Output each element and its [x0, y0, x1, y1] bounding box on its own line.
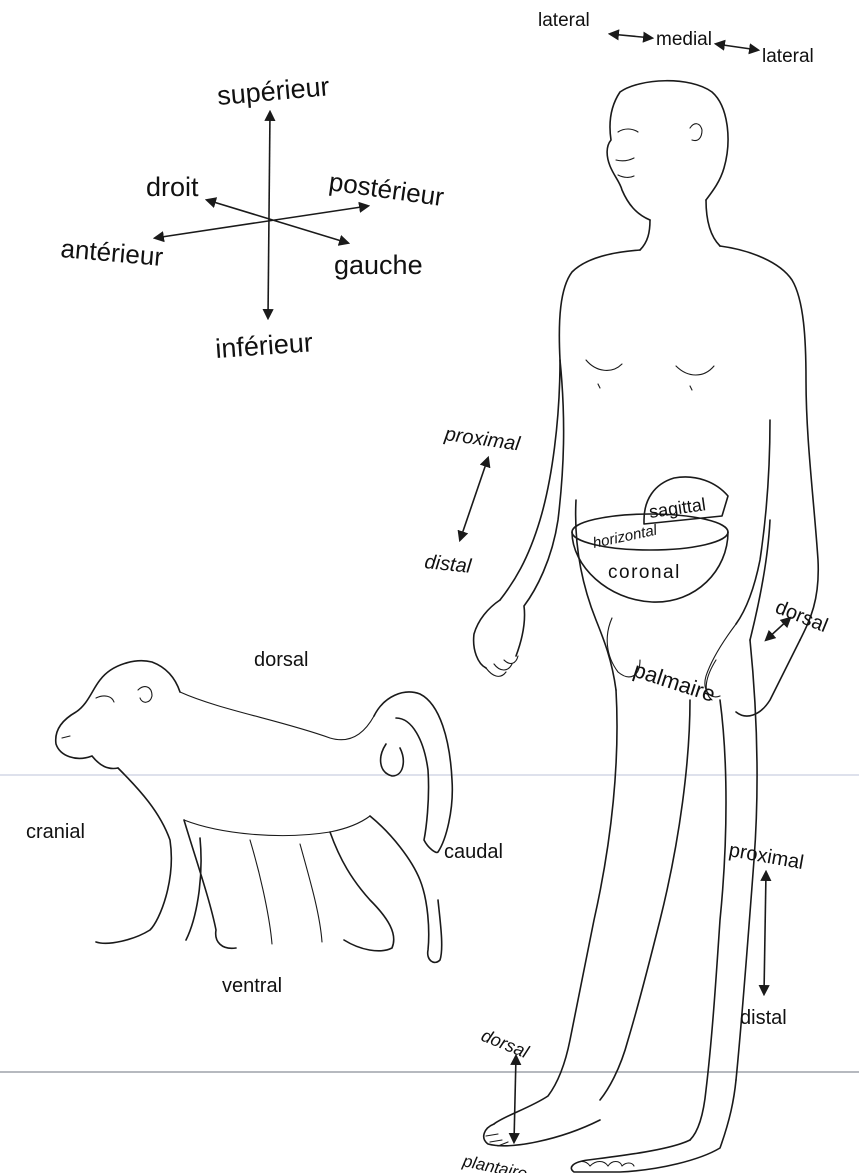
label-foot-plantar: plantaire [460, 1151, 529, 1173]
label-hand-palmar: palmaire [630, 657, 718, 707]
label-inferieur: inférieur [214, 327, 313, 364]
human-face-details [616, 124, 702, 178]
label-anterieur: antérieur [59, 233, 164, 272]
human-right-leg [690, 640, 757, 1140]
baboon-back [180, 692, 374, 740]
label-arm-proximal: proximal [442, 423, 521, 456]
baboon-figure [56, 661, 453, 963]
human-chest [586, 360, 714, 390]
human-left-arm [474, 360, 564, 668]
label-hand-dorsal: dorsal [772, 596, 831, 637]
label-arm-distal: distal [423, 551, 472, 578]
label-leg-proximal: proximal [727, 839, 805, 874]
human-neck [640, 200, 720, 250]
human-right-arm [736, 420, 800, 716]
baboon-rump [381, 744, 404, 776]
arrow-foot-dorsal-plantar [514, 1056, 516, 1142]
anterior-posterior-axis [155, 206, 368, 238]
label-foot-dorsal: dorsal [479, 1025, 533, 1062]
label-coronal: coronal [608, 562, 681, 583]
label-leg-distal: distal [740, 1007, 787, 1029]
arrow-lateral-medial-left [610, 34, 652, 38]
human-right-toes [572, 1162, 634, 1167]
orientation-compass: supérieur inférieur droit gauche antérie… [59, 71, 446, 364]
baboon-legs-inner [250, 840, 322, 944]
label-baboon-dorsal: dorsal [254, 649, 308, 671]
label-lateral-left: lateral [538, 10, 590, 31]
right-left-axis [207, 200, 348, 243]
label-droit: droit [146, 172, 199, 202]
label-medial: medial [656, 29, 712, 50]
human-right-foot [571, 1080, 736, 1172]
leg-direction-labels: proximal distal [727, 839, 805, 1029]
lateral-medial-labels: lateral medial lateral [538, 10, 814, 67]
human-hips [576, 500, 770, 690]
baboon-direction-labels: dorsal cranial caudal ventral [26, 649, 503, 997]
human-left-hand [486, 656, 518, 676]
arrow-arm-proximal-distal [460, 458, 488, 540]
arrow-leg-proximal-distal [764, 872, 766, 994]
label-horizontal: horizontal [591, 522, 659, 552]
baboon-front-legs [96, 768, 236, 948]
label-baboon-caudal: caudal [444, 841, 503, 863]
human-head [607, 81, 728, 220]
human-torso-left [500, 250, 640, 600]
arrow-lateral-medial-right [716, 44, 758, 50]
label-superieur: supérieur [216, 71, 331, 111]
baboon-head [56, 661, 180, 769]
label-posterieur: postérieur [327, 166, 446, 212]
label-lateral-right: lateral [762, 46, 814, 67]
label-gauche: gauche [334, 250, 423, 280]
label-baboon-cranial: cranial [26, 821, 85, 843]
human-left-foot [484, 1120, 600, 1146]
baboon-belly [184, 816, 370, 836]
foot-direction-labels: dorsal plantaire [460, 1025, 532, 1173]
label-baboon-ventral: ventral [222, 975, 282, 997]
superior-inferior-axis [268, 112, 270, 318]
